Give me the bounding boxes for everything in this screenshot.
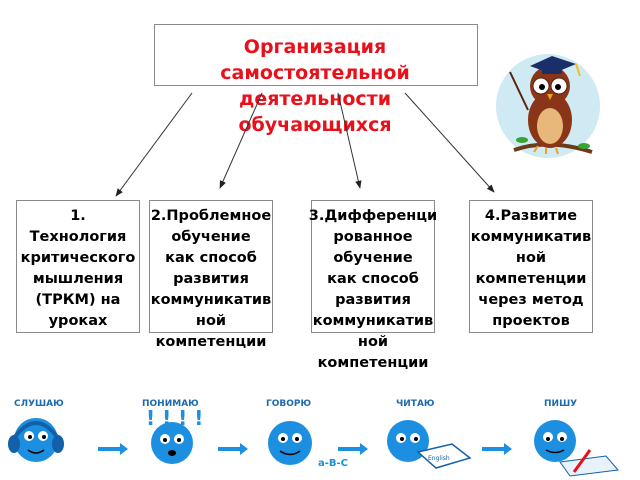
card-box-3 [311, 200, 435, 333]
diagram-title: Организация самостоятельной деятельности… [220, 36, 410, 136]
pointer-stick-icon [509, 71, 529, 111]
connector-arrow-4 [404, 92, 495, 193]
headphones-face-icon [8, 418, 64, 462]
step-label-read: ЧИТАЮ [396, 399, 435, 409]
owl-illustration [496, 54, 600, 158]
step-arrows [98, 443, 512, 455]
speaking-face-icon [268, 421, 312, 465]
step-arrow-1 [98, 443, 128, 455]
step-arrow-2 [218, 443, 248, 455]
step-arrow-3 [338, 443, 368, 455]
writing-face-icon [534, 420, 619, 477]
graduation-cap-icon [530, 56, 576, 74]
exclamation-face-icon: ! ! ! ! [146, 406, 203, 464]
connector-arrow-1 [115, 92, 193, 197]
pencil-icon [572, 449, 592, 473]
card-box-2 [149, 200, 273, 333]
step-label-write: ПИШУ [544, 399, 578, 409]
card-box-1 [16, 200, 140, 333]
connector-arrow-3 [337, 92, 362, 189]
speech-letters: a-B-C [318, 458, 348, 469]
connector-arrows [115, 92, 495, 197]
step-label-speak: ГОВОРЮ [266, 399, 312, 409]
book-icon [416, 443, 472, 469]
step-arrow-4 [482, 443, 512, 455]
reading-face-icon: English [387, 420, 472, 469]
step-label-understand: ПОНИМАЮ [142, 399, 199, 409]
card-text-3: 3.Дифференцированное обучение как способ… [308, 208, 438, 371]
card-text-4: 4.Развитие коммуникативной компетенции ч… [470, 208, 592, 329]
owl-head-icon [530, 66, 570, 106]
book-label: English [428, 455, 450, 462]
card-text-1: 1. Технология критического мышления (ТРК… [20, 208, 136, 329]
card-text-2: 2.Проблемное обучение как способ развити… [150, 208, 272, 350]
step-label-listen: СЛУШАЮ [14, 399, 64, 409]
svg-text:! ! ! !: ! ! ! ! [146, 406, 203, 430]
card-box-4 [469, 200, 593, 333]
paper-icon [559, 455, 619, 477]
title-box [154, 24, 478, 86]
connector-arrow-2 [219, 92, 263, 189]
